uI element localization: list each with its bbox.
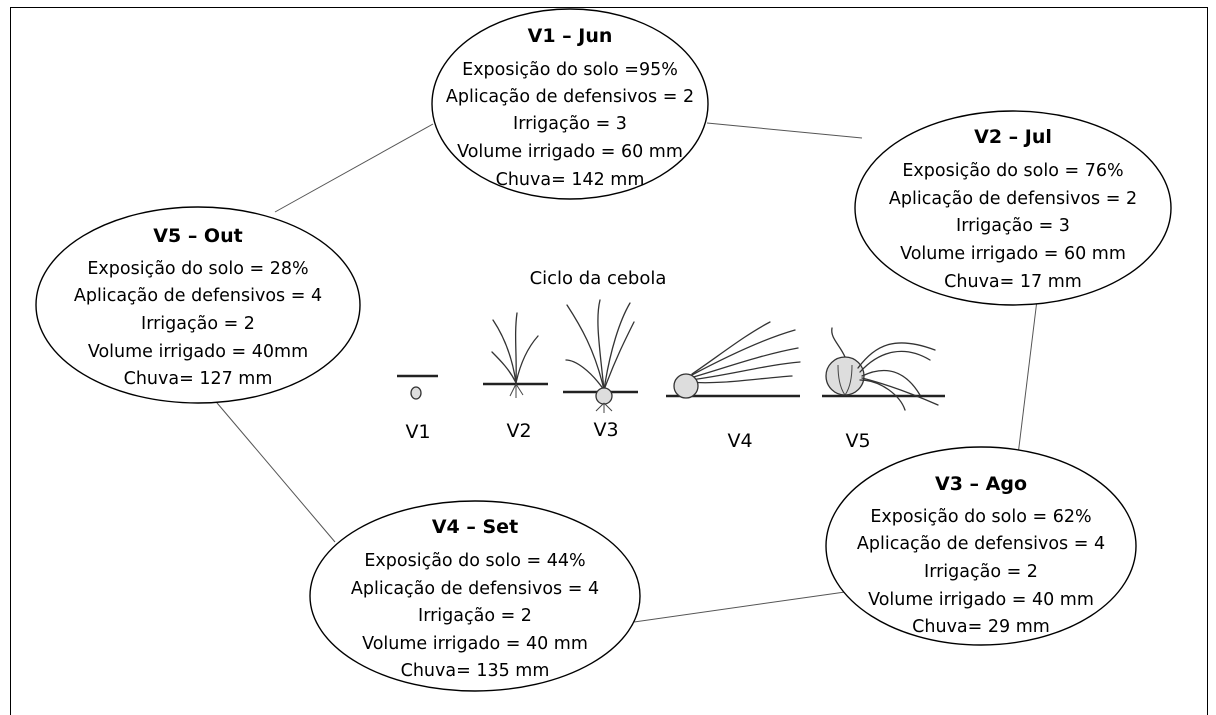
connector-v5-v4 xyxy=(212,397,335,542)
node-v5-line-5: Chuva= 127 mm xyxy=(124,369,273,389)
node-v2-line-1: Exposição do solo = 76% xyxy=(902,161,1123,181)
node-v5-title: V5 – Out xyxy=(153,225,242,247)
node-v3-line-1: Exposição do solo = 62% xyxy=(870,507,1091,527)
connector-v1-v5 xyxy=(275,124,433,212)
node-v5-line-2: Aplicação de defensivos = 4 xyxy=(74,286,322,306)
node-v2-line-5: Chuva= 17 mm xyxy=(944,272,1082,292)
node-v1-line-5: Chuva= 142 mm xyxy=(496,170,645,190)
stage-label-v5: V5 xyxy=(845,430,870,452)
node-v2-line-2: Aplicação de defensivos = 2 xyxy=(889,189,1137,209)
stage-label-v2: V2 xyxy=(506,420,531,442)
node-v2: V2 – Jul Exposição do solo = 76% Aplicaç… xyxy=(855,111,1171,305)
onion-stage-v4-illustration xyxy=(666,322,800,398)
node-v1-line-2: Aplicação de defensivos = 2 xyxy=(446,87,694,107)
onion-stage-v1-illustration xyxy=(397,376,438,399)
node-v1-line-1: Exposição do solo =95% xyxy=(462,60,678,80)
node-v3: V3 – Ago Exposição do solo = 62% Aplicaç… xyxy=(826,447,1136,645)
node-v3-line-4: Volume irrigado = 40 mm xyxy=(868,590,1094,610)
node-v4-line-4: Volume irrigado = 40 mm xyxy=(362,634,588,654)
onion-stage-v5-illustration xyxy=(822,328,945,410)
node-v3-line-2: Aplicação de defensivos = 4 xyxy=(857,534,1105,554)
node-v3-line-3: Irrigação = 2 xyxy=(924,562,1038,582)
connector-v2-v3 xyxy=(1018,300,1037,455)
stage-label-v1: V1 xyxy=(405,421,430,443)
stage-label-v4: V4 xyxy=(727,430,752,452)
onion-stage-v2-illustration xyxy=(483,313,548,398)
node-v2-line-4: Volume irrigado = 60 mm xyxy=(900,244,1126,264)
node-v4: V4 – Set Exposição do solo = 44% Aplicaç… xyxy=(310,501,640,691)
node-v4-line-2: Aplicação de defensivos = 4 xyxy=(351,579,599,599)
node-v1-line-4: Volume irrigado = 60 mm xyxy=(457,142,683,162)
node-v5-line-4: Volume irrigado = 40mm xyxy=(88,342,308,362)
node-v3-line-5: Chuva= 29 mm xyxy=(912,617,1050,637)
node-v1-line-3: Irrigação = 3 xyxy=(513,114,627,134)
cycle-title: Ciclo da cebola xyxy=(530,268,667,289)
connector-v3-v4 xyxy=(634,592,845,622)
node-v5-line-1: Exposição do solo = 28% xyxy=(87,259,308,279)
node-v5-line-3: Irrigação = 2 xyxy=(141,314,255,334)
node-v4-line-5: Chuva= 135 mm xyxy=(401,661,550,681)
node-v4-title: V4 – Set xyxy=(432,516,518,538)
node-v1: V1 – Jun Exposição do solo =95% Aplicaçã… xyxy=(432,9,708,199)
node-v2-title: V2 – Jul xyxy=(974,126,1052,148)
node-v4-line-3: Irrigação = 2 xyxy=(418,606,532,626)
node-v5: V5 – Out Exposição do solo = 28% Aplicaç… xyxy=(36,207,360,403)
node-v4-line-1: Exposição do solo = 44% xyxy=(364,551,585,571)
node-v1-title: V1 – Jun xyxy=(528,25,613,47)
connector-v1-v2 xyxy=(707,123,862,138)
stage-label-v3: V3 xyxy=(593,419,618,441)
node-v2-line-3: Irrigação = 3 xyxy=(956,216,1070,236)
node-v3-title: V3 – Ago xyxy=(935,473,1027,495)
onion-stage-v3-illustration xyxy=(563,300,638,413)
